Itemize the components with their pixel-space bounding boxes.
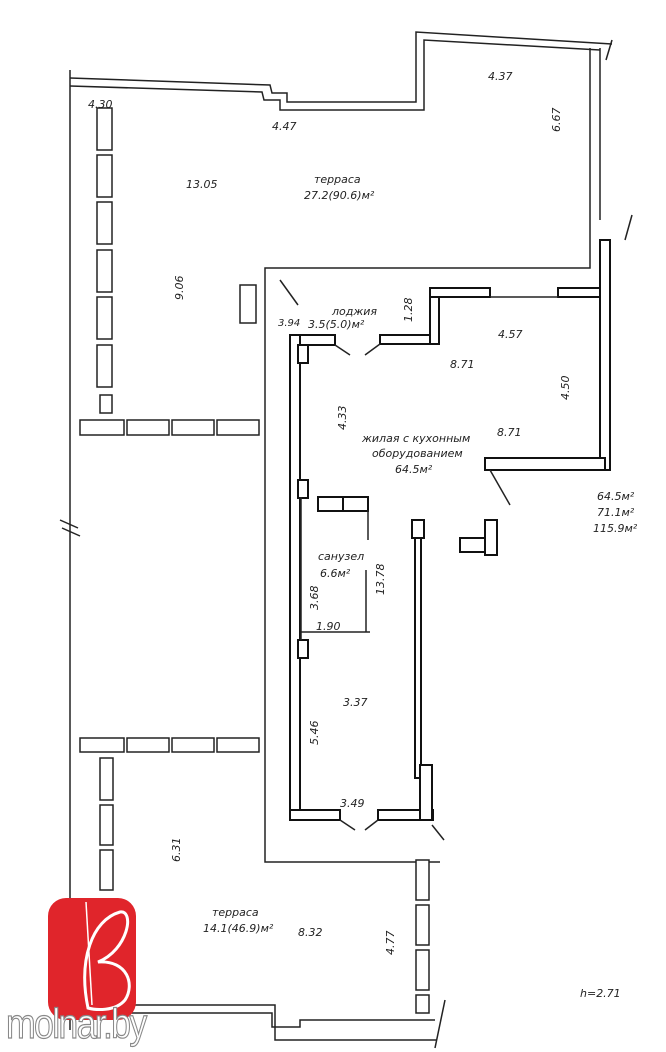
ceiling-height: h=2.71 [580, 987, 621, 1000]
terrace-top-name: терраса [314, 173, 361, 186]
terrace-bottom-area: 14.1(46.9)м² [203, 922, 274, 935]
dim-label: 4.77 [384, 931, 397, 956]
bathroom-name: санузел [318, 550, 364, 563]
dim-label: 3.68 [308, 586, 321, 611]
dim-label: 1.90 [316, 620, 341, 633]
apartment-walls [279, 239, 611, 841]
dim-label: 3.37 [343, 696, 368, 709]
terrace-top-outline [59, 31, 633, 1030]
living-name-2: оборудованием [372, 447, 463, 460]
dim-label: 13.05 [186, 178, 218, 191]
total-area: 64.5м² [597, 490, 635, 503]
dim-label: 5.46 [308, 721, 321, 746]
terrace-left-windows [79, 107, 260, 891]
dim-label: 4.47 [272, 120, 297, 133]
terrace-bottom-outline [75, 999, 446, 1049]
bathroom-area: 6.6м² [320, 567, 351, 580]
dim-label: 8.32 [298, 926, 323, 939]
terrace-right-windows [415, 859, 430, 1014]
dim-label: 4.37 [488, 70, 513, 83]
total-area: 71.1м² [597, 506, 635, 519]
dim-label: 6.67 [550, 108, 563, 133]
dim-label: 6.31 [170, 838, 183, 863]
dim-label: 9.06 [173, 276, 186, 301]
dim-label: 4.50 [559, 376, 572, 401]
watermark-text: molnar.by [5, 999, 147, 1047]
dim-label: 4.33 [336, 406, 349, 431]
dim-label: 13.78 [374, 564, 387, 596]
dim-label: 4.57 [498, 328, 523, 341]
total-area: 115.9м² [593, 522, 638, 535]
loggia-area: 3.5(5.0)м² [308, 318, 365, 331]
molnar-logo-icon [48, 898, 136, 1020]
terrace-top-area: 27.2(90.6)м² [304, 189, 375, 202]
dim-label: 4.30 [88, 98, 113, 111]
dim-label: 8.71 [450, 358, 475, 371]
dim-label: 3.94 [278, 318, 300, 329]
loggia-name: лоджия [331, 305, 377, 318]
dim-label: 8.71 [497, 426, 522, 439]
living-area: 64.5м² [395, 463, 433, 476]
dim-label: 1.28 [402, 298, 415, 323]
living-name-1: жилая с кухонным [361, 432, 470, 445]
dim-label: 3.49 [340, 797, 365, 810]
terrace-bottom-name: терраса [212, 906, 259, 919]
